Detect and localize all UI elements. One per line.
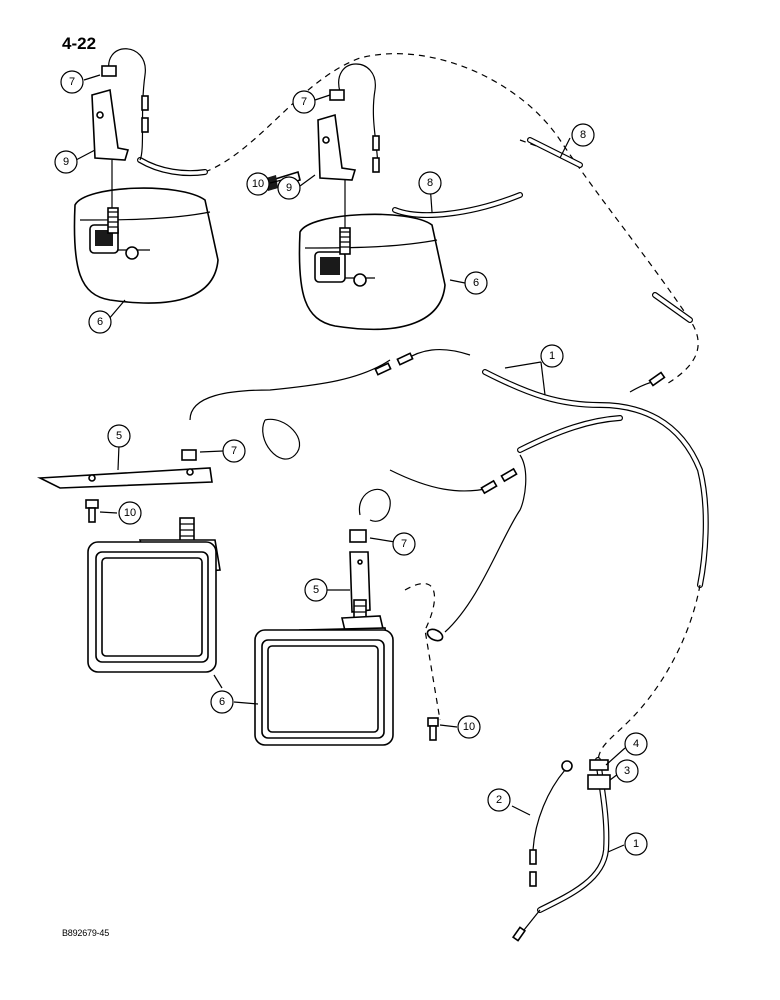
svg-text:8: 8 <box>580 129 586 141</box>
callout-7: 7 <box>292 90 316 114</box>
svg-text:1: 1 <box>633 838 639 850</box>
svg-text:9: 9 <box>286 182 292 194</box>
svg-text:10: 10 <box>463 721 475 733</box>
svg-text:4: 4 <box>633 738 639 750</box>
svg-text:5: 5 <box>116 430 122 442</box>
page-number: 4-22 <box>62 34 97 53</box>
svg-text:6: 6 <box>473 277 479 289</box>
svg-text:7: 7 <box>301 96 307 108</box>
harness-clamp-4 <box>589 759 609 771</box>
harness-clamp-3 <box>587 774 611 790</box>
svg-text:7: 7 <box>231 445 237 457</box>
svg-text:9: 9 <box>63 156 69 168</box>
callout-10: 10 <box>246 172 270 196</box>
callout-9: 9 <box>54 150 78 174</box>
callout-10: 10 <box>118 501 142 525</box>
callout-7: 7 <box>60 70 84 94</box>
svg-text:6: 6 <box>219 696 225 708</box>
main-harness <box>404 369 709 761</box>
pigtail-wires <box>108 48 666 642</box>
svg-text:5: 5 <box>313 584 319 596</box>
front-work-light-left <box>36 449 221 673</box>
callout-3: 3 <box>615 759 639 783</box>
svg-text:1: 1 <box>549 350 555 362</box>
svg-text:10: 10 <box>252 178 264 190</box>
svg-text:7: 7 <box>69 76 75 88</box>
svg-text:8: 8 <box>427 177 433 189</box>
rear-work-light-left <box>73 65 219 304</box>
callout-2: 2 <box>487 788 511 812</box>
callout-4: 4 <box>624 732 648 756</box>
callout-7: 7 <box>222 439 246 463</box>
leader-lines <box>75 74 626 853</box>
rear-work-light-right <box>266 89 446 331</box>
svg-text:7: 7 <box>401 538 407 550</box>
svg-text:6: 6 <box>97 316 103 328</box>
callout-10: 10 <box>457 715 481 739</box>
svg-text:3: 3 <box>624 765 630 777</box>
callout-1: 1 <box>624 832 648 856</box>
svg-text:2: 2 <box>496 794 502 806</box>
document-code: B892679-45 <box>62 928 110 938</box>
front-work-light-right <box>254 529 439 746</box>
harness-branch-lower <box>511 757 611 942</box>
callout-6: 6 <box>88 310 112 334</box>
callout-5: 5 <box>107 424 131 448</box>
callout-8: 8 <box>571 123 595 147</box>
callout-8: 8 <box>418 171 442 195</box>
callout-5: 5 <box>304 578 328 602</box>
callout-1: 1 <box>540 344 564 368</box>
svg-text:10: 10 <box>124 507 136 519</box>
callout-7: 7 <box>392 532 416 556</box>
callout-6: 6 <box>464 271 488 295</box>
callout-6: 6 <box>210 690 234 714</box>
callout-9: 9 <box>277 176 301 200</box>
